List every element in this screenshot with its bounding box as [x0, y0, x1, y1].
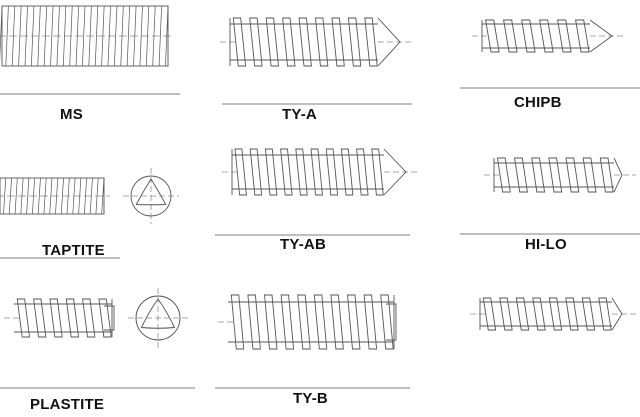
label-chipb: CHIPB [514, 94, 562, 111]
chipb-screw-drawing [472, 19, 626, 53]
label-ty-a: TY-A [282, 106, 317, 123]
plastite-screw-drawing [4, 298, 115, 338]
label-plastite: PLASTITE [30, 396, 105, 413]
taptite-cross-section [123, 168, 179, 224]
label-hi-lo: HI-LO [525, 236, 567, 253]
label-ms: MS [60, 106, 83, 123]
hi-lo-b-screw-drawing [470, 297, 636, 331]
plastite-cross-section [128, 288, 188, 348]
ms-screw-drawing [0, 5, 174, 67]
label-taptite: TAPTITE [42, 242, 105, 259]
ty-a-screw-drawing [220, 17, 414, 67]
ty-b-screw-drawing [218, 294, 397, 350]
ty-ab-screw-drawing [222, 148, 420, 196]
taptite-screw-drawing [0, 177, 110, 215]
label-ty-b: TY-B [293, 390, 328, 407]
hi-lo-screw-drawing [484, 157, 636, 193]
label-ty-ab: TY-AB [280, 236, 326, 253]
